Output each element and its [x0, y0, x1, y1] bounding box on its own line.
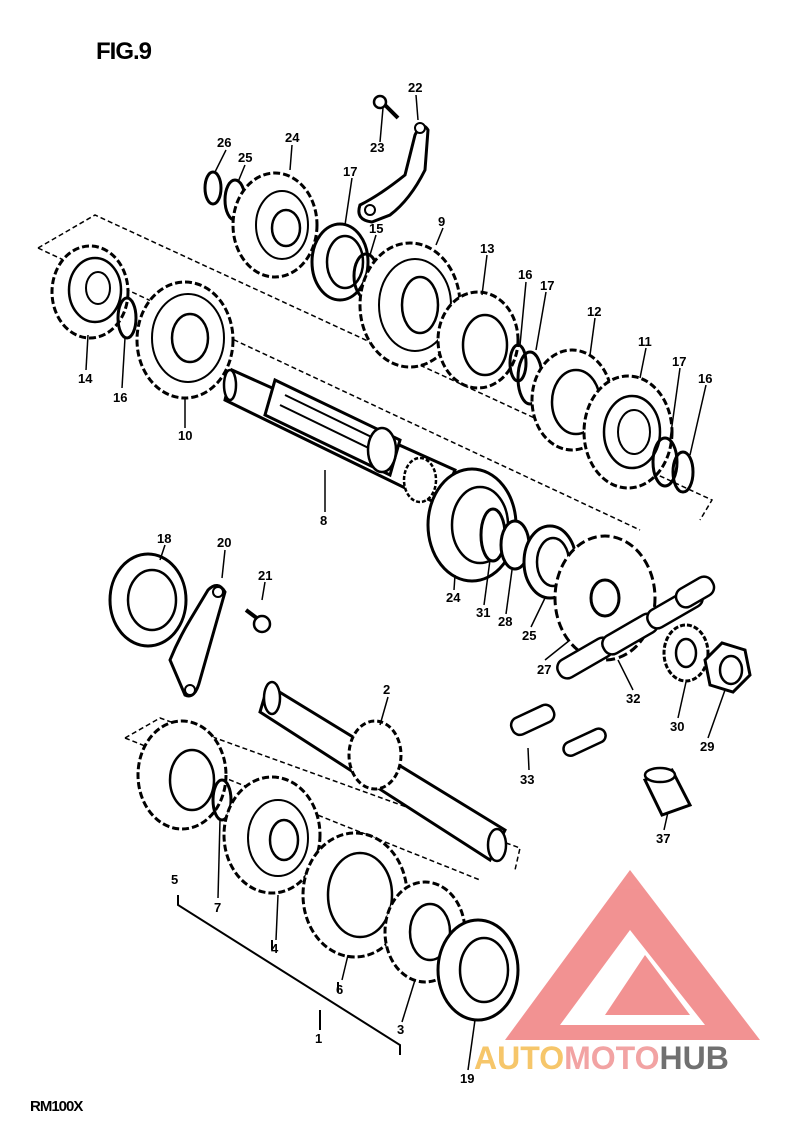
model-label: RM100X [30, 1098, 83, 1115]
callout-11: 11 [638, 334, 652, 349]
callout-28: 25 [238, 150, 252, 165]
watermark-part-hub: HUB [659, 1040, 729, 1076]
callout-5: 5 [171, 872, 178, 887]
bearing-18 [108, 552, 188, 648]
callout-33: 30 [670, 719, 684, 734]
figure-title: FIG.9 [96, 38, 152, 65]
gear-6 [301, 831, 409, 959]
countershaft-8 [222, 367, 457, 508]
gear-13 [436, 290, 520, 390]
bearing-19 [436, 918, 520, 1022]
callout-4: 4 [271, 941, 279, 956]
bearing-retainer-23 [168, 584, 227, 698]
callout-19: 19 [460, 1071, 474, 1086]
callout-16-mid: 16 [518, 267, 532, 282]
screw-24 [244, 608, 272, 634]
bearing-retainer-25 [357, 122, 430, 224]
watermark-text: AUTOMOTOHUB [474, 1040, 729, 1077]
callout-15: 15 [369, 221, 383, 236]
chain-joint-36 [509, 703, 607, 758]
callout-1: 1 [315, 1031, 322, 1046]
callout-9: 9 [438, 214, 445, 229]
collar-37 [642, 766, 693, 817]
bearing-20 [310, 222, 370, 302]
callout-3: 3 [397, 1022, 404, 1037]
mainshaft-2 [258, 680, 508, 863]
gear-4 [222, 775, 322, 895]
gear-5 [136, 719, 228, 831]
callout-22: 25 [522, 628, 536, 643]
lower-assembly-outline [124, 717, 521, 881]
callout-25: 22 [408, 80, 422, 95]
watermark-part-auto: AUTO [474, 1040, 565, 1076]
callout-24: 21 [258, 568, 272, 583]
gear-3 [383, 880, 467, 984]
kit-bracket-1 [177, 895, 401, 1055]
callout-labels: 22 23 24 25 26 17 15 9 13 16 17 12 11 17… [78, 80, 714, 1086]
callout-30: 27 [537, 662, 551, 677]
callout-16-right: 16 [698, 371, 712, 386]
callout-34: 31 [476, 605, 490, 620]
leader-lines [85, 94, 726, 1071]
callout-31: 28 [498, 614, 512, 629]
lock-washer-33 [662, 623, 710, 683]
gear-10 [135, 280, 235, 400]
callout-8: 8 [320, 513, 327, 528]
callout-16-left: 16 [113, 390, 127, 405]
callout-10: 10 [178, 428, 192, 443]
callout-37: 37 [656, 831, 670, 846]
circlip-7 [211, 778, 233, 822]
callout-35: 32 [626, 691, 640, 706]
watermark-part-moto: MOTO [564, 1040, 660, 1076]
gear-14 [50, 244, 130, 340]
callout-17-right: 17 [672, 354, 686, 369]
gear-11 [582, 374, 674, 490]
watermark-logo [505, 870, 760, 1040]
callout-7: 7 [214, 900, 221, 915]
gear-9 [358, 241, 462, 369]
callout-20: 17 [343, 164, 357, 179]
callout-21: 24 [446, 590, 461, 605]
upper-assembly-outline [37, 214, 714, 531]
nut-32 [703, 641, 752, 694]
callout-17-mid: 17 [540, 278, 554, 293]
callout-26: 23 [370, 140, 384, 155]
screw-26 [372, 94, 400, 120]
callout-36: 33 [520, 772, 534, 787]
callout-18: 18 [157, 531, 171, 546]
washer-16-right [671, 450, 695, 494]
callout-29: 26 [217, 135, 231, 150]
callout-6: 6 [336, 982, 343, 997]
drive-chain-35 [556, 575, 716, 680]
circlip-29 [203, 170, 223, 206]
circlip-17-right [651, 436, 679, 488]
callout-32: 29 [700, 739, 714, 754]
washer-16-left [116, 296, 138, 340]
callout-27: 24 [285, 130, 300, 145]
gear-27 [231, 171, 319, 279]
callout-23: 20 [217, 535, 231, 550]
callout-2: 2 [383, 682, 390, 697]
callout-13: 13 [480, 241, 494, 256]
callout-12: 12 [587, 304, 601, 319]
callout-14: 14 [78, 371, 93, 386]
